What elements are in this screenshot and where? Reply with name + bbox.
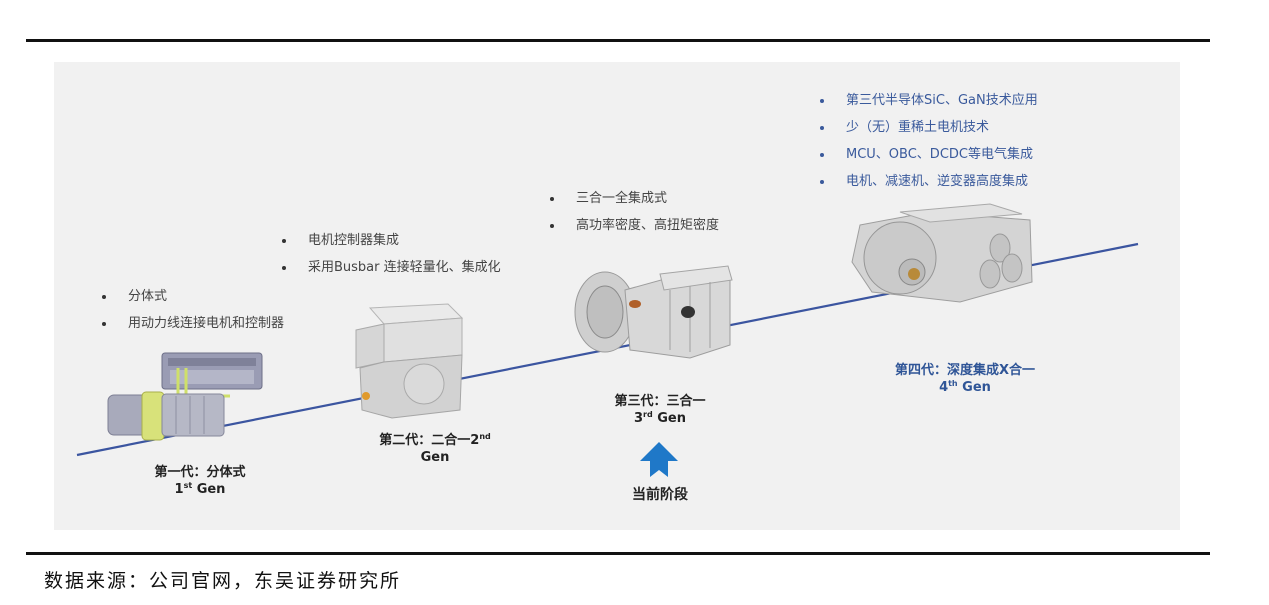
gen3-bullet: 三合一全集成式: [548, 185, 719, 212]
gen1-bullet: 用动力线连接电机和控制器: [100, 310, 284, 337]
current-stage-label: 当前阶段: [632, 487, 688, 503]
gen1-label: 第一代：分体式 1st Gen: [132, 464, 268, 498]
gen1-bullet-list: 分体式 用动力线连接电机和控制器: [100, 283, 284, 337]
gen2-label-cn: 第二代：二合一2nd: [379, 432, 491, 449]
gen4-label-gen: 4th Gen: [939, 379, 991, 396]
up-arrow-icon: [640, 442, 678, 477]
bottom-rule: [26, 552, 1210, 555]
gen2-bullet: 电机控制器集成: [280, 227, 501, 254]
gen2-label: 第二代：二合一2nd Gen: [360, 432, 510, 466]
gen3-label: 第三代：三合一 3rd Gen: [592, 393, 728, 427]
gen1-bullet: 分体式: [100, 283, 284, 310]
three-in-one-drive-icon: [574, 265, 733, 359]
top-rule: [26, 39, 1210, 42]
gen4-bullet: MCU、OBC、DCDC等电气集成: [818, 141, 1038, 168]
gen1-label-gen: 1st Gen: [174, 481, 226, 498]
gen4-bullet: 少（无）重稀土电机技术: [818, 114, 1038, 141]
gen4-label-cn: 第四代：深度集成X合一: [894, 363, 1036, 378]
gen4-label: 第四代：深度集成X合一 4th Gen: [872, 362, 1058, 396]
gen3-label-gen: 3rd Gen: [634, 410, 686, 427]
gen2-bullet: 采用Busbar 连接轻量化、集成化: [280, 254, 501, 281]
source-note: 数据来源：公司官网，东吴证券研究所: [44, 570, 402, 592]
x-in-one-drive-icon: [851, 203, 1033, 303]
gen2-bullet-list: 电机控制器集成 采用Busbar 连接轻量化、集成化: [280, 227, 501, 281]
separate-motor-controller-icon: [107, 352, 263, 441]
gen4-bullet-list: 第三代半导体SiC、GaN技术应用 少（无）重稀土电机技术 MCU、OBC、DC…: [818, 87, 1038, 195]
gen3-label-cn: 第三代：三合一: [614, 394, 706, 409]
gen3-bullet: 高功率密度、高扭矩密度: [548, 212, 719, 239]
gen4-bullet: 第三代半导体SiC、GaN技术应用: [818, 87, 1038, 114]
gen4-bullet: 电机、减速机、逆变器高度集成: [818, 168, 1038, 195]
two-in-one-drive-icon: [355, 303, 464, 419]
gen1-label-cn: 第一代：分体式: [154, 465, 246, 480]
gen3-bullet-list: 三合一全集成式 高功率密度、高扭矩密度: [548, 185, 719, 239]
gen2-label-gen: Gen: [420, 450, 450, 465]
